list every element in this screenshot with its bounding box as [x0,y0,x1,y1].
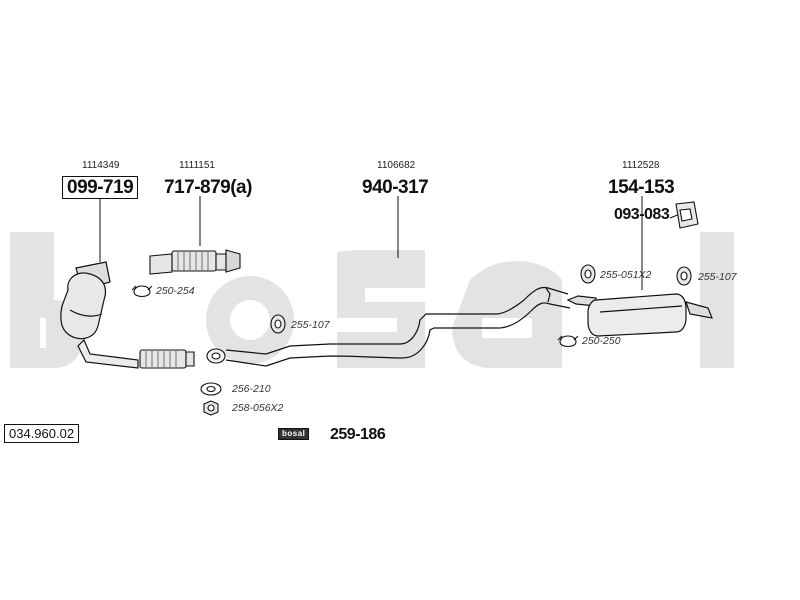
accessory-label: 255-051X2 [600,269,652,281]
accessory-label: 250-254 [156,285,195,297]
catalytic-converter [60,261,139,369]
part-number-label: 093-083 [614,206,670,223]
accessory-symbols [131,201,699,416]
part-number-label: 154-153 [608,177,675,198]
flex-pipe [149,249,241,275]
part-number-label: 099-719 [62,176,139,199]
part-ref-label: 1112528 [622,160,660,171]
accessory-label: 255-107 [291,319,330,331]
accessory-label: 258-056X2 [232,402,284,414]
accessory-label: 255-107 [698,271,737,283]
front-flex-section [139,348,226,369]
diagram-number: 034.960.02 [4,424,80,443]
accessory-label: 250-250 [582,335,621,347]
part-ref-label: 1114349 [82,160,120,171]
part-number-label: 717-879(a) [164,177,252,198]
part-number-label: 940-317 [362,177,429,198]
rear-muffler [566,293,713,337]
accessory-label: 256-210 [232,383,271,395]
part-ref-label: 1111151 [179,160,215,171]
bosal-plate: bosal [278,428,310,440]
leader-lines [99,196,681,290]
part-ref-label: 1106682 [377,160,416,171]
part-number-label: 259-186 [330,426,386,443]
middle-pipe [225,286,571,367]
